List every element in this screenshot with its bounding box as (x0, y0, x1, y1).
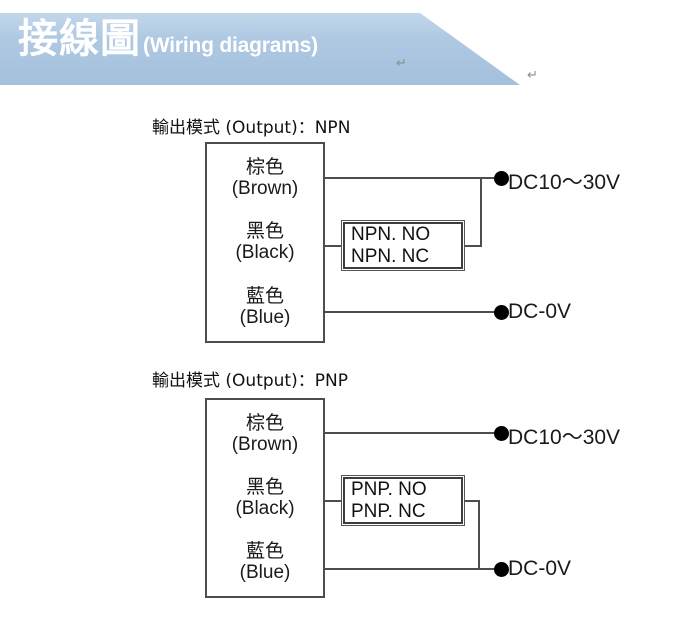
sensor-wire-labels-npn: 棕色 (Brown) 黑色 (Black) 藍色 (Blue) (205, 142, 325, 343)
sensor-body-npn (205, 142, 325, 343)
page-title-cjk: 接線圖 (18, 16, 141, 62)
diagram-title-pnp: 輸出模式 (Output)：PNP (152, 371, 348, 391)
output-mode-nc-pnp: PNP. NC (351, 500, 426, 522)
wire-dropper-pnp (478, 500, 480, 570)
wire-label-blue-cjk: 藍色 (245, 539, 284, 562)
wire-blue-npn (323, 311, 503, 313)
wire-label-brown: 棕色 (Brown) (231, 155, 299, 200)
terminal-dot-supply-positive-pnp (494, 426, 509, 441)
wire-riser-npn (480, 177, 482, 247)
output-mode-box-npn: NPN. NO NPN. NC (341, 220, 465, 271)
diagram-title-npn: 輸出模式 (Output)：NPN (152, 118, 351, 138)
wire-black-pnp (323, 500, 343, 502)
wire-label-blue: 藍色 (Blue) (239, 284, 291, 329)
terminal-dot-supply-ground-npn (494, 305, 509, 320)
wire-label-black-en: (Black) (235, 498, 295, 519)
wire-label-blue-cjk: 藍色 (245, 284, 284, 307)
wire-label-black-cjk: 黑色 (245, 475, 284, 498)
wire-brown-npn (323, 177, 503, 179)
page-title: 接線圖 (Wiring diagrams) (18, 19, 318, 59)
wire-black-npn (323, 245, 343, 247)
wire-label-black-cjk: 黑色 (245, 220, 284, 243)
output-mode-nc-npn: NPN. NC (351, 245, 430, 267)
wire-label-black: 黑色 (Black) (235, 475, 295, 520)
terminal-label-supply-positive-pnp: DC10～30V (508, 426, 621, 449)
terminal-dot-supply-positive-npn (494, 171, 509, 186)
wire-label-brown-cjk: 棕色 (245, 155, 284, 178)
wire-modebox-out-pnp (463, 500, 480, 502)
wire-blue-pnp (323, 568, 503, 570)
wire-label-brown-cjk: 棕色 (245, 411, 284, 434)
wire-brown-pnp (323, 432, 503, 434)
terminal-dot-supply-ground-pnp (494, 562, 509, 577)
output-mode-no-npn: NPN. NO (351, 224, 431, 246)
wire-label-blue-en: (Blue) (239, 562, 291, 583)
terminal-label-supply-ground-npn: DC-0V (508, 300, 572, 323)
wire-label-black: 黑色 (Black) (235, 220, 295, 264)
terminal-label-supply-positive-npn: DC10～30V (508, 171, 621, 194)
output-mode-no-pnp: PNP. NO (351, 479, 427, 501)
paragraph-mark-icon-1: ↵ (396, 56, 407, 71)
sensor-wire-labels-pnp: 棕色 (Brown) 黑色 (Black) 藍色 (Blue) (205, 398, 325, 598)
wire-label-blue-en: (Blue) (239, 306, 291, 328)
page-header-banner: 接線圖 (Wiring diagrams) (0, 13, 560, 85)
paragraph-mark-icon-2: ↵ (527, 68, 538, 83)
wire-label-brown-en: (Brown) (231, 434, 299, 455)
banner-shape-graphic (0, 13, 520, 85)
wiring-diagram-pnp: 輸出模式 (Output)：PNP 棕色 (Brown) 黑色 (Black) … (0, 358, 676, 608)
terminal-label-supply-ground-pnp: DC-0V (508, 557, 572, 580)
wire-label-brown: 棕色 (Brown) (231, 411, 299, 456)
wire-modebox-out-npn (463, 245, 482, 247)
wire-label-black-en: (Black) (235, 242, 295, 264)
wire-label-brown-en: (Brown) (231, 178, 299, 200)
output-mode-box-pnp: PNP. NO PNP. NC (341, 475, 465, 526)
wire-label-blue: 藍色 (Blue) (239, 539, 291, 584)
wiring-diagram-npn: 輸出模式 (Output)：NPN 棕色 (Brown) 黑色 (Black) … (0, 105, 676, 355)
sensor-body-pnp (205, 398, 325, 598)
page-title-en: (Wiring diagrams) (143, 34, 318, 57)
